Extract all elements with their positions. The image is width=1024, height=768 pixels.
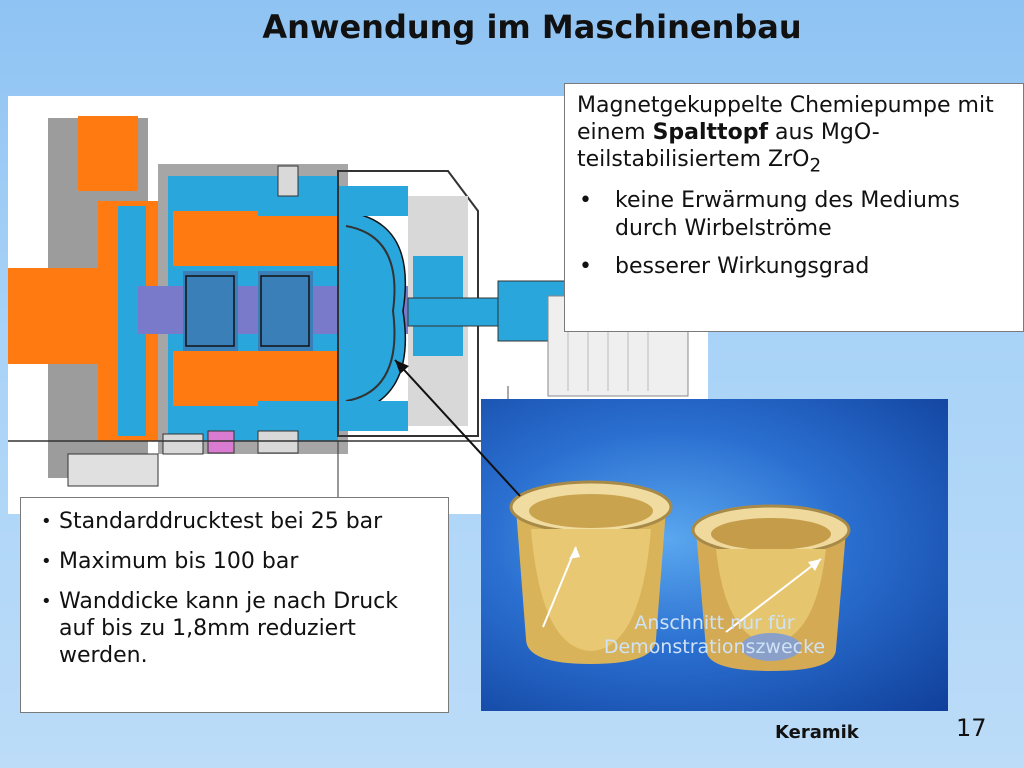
pressure-info-box: Standarddrucktest bei 25 bar Maximum bis… [20, 497, 449, 713]
slide-title: Anwendung im Maschinenbau [262, 8, 802, 46]
intro-before: Magnetgekuppelte Chemiepumpe mit einem [577, 93, 994, 145]
list-item: besserer Wirkungsgrad [577, 253, 1011, 281]
page-number: 17 [956, 714, 987, 742]
photo-caption: Anschnitt nur für Demonstrationszwecke [481, 611, 948, 659]
list-item: Maximum bis 100 bar [31, 548, 438, 575]
pressure-list: Standarddrucktest bei 25 bar Maximum bis… [31, 508, 438, 669]
photo-caption-line2: Demonstrationszwecke [603, 636, 826, 658]
list-item: keine Erwärmung des Mediums durch Wirbel… [577, 187, 1011, 243]
intro-subscript: 2 [809, 155, 822, 177]
list-item: Wanddicke kann je nach Druck auf bis zu … [31, 588, 438, 669]
footer-label: Keramik [775, 722, 859, 743]
intro-after: aus MgO-teilstabilisiertem ZrO [577, 120, 880, 172]
pump-info-box: Magnetgekuppelte Chemiepumpe mit einem S… [564, 83, 1024, 332]
photo-caption-line1: Anschnitt nur für [634, 612, 795, 634]
pump-benefits-list: keine Erwärmung des Mediums durch Wirbel… [577, 187, 1011, 281]
list-item: Standarddrucktest bei 25 bar [31, 508, 438, 535]
intro-bold: Spalttopf [652, 120, 769, 145]
pump-description: Magnetgekuppelte Chemiepumpe mit einem S… [577, 92, 1011, 179]
ceramic-cans-photo: Anschnitt nur für Demonstrationszwecke [481, 399, 948, 711]
